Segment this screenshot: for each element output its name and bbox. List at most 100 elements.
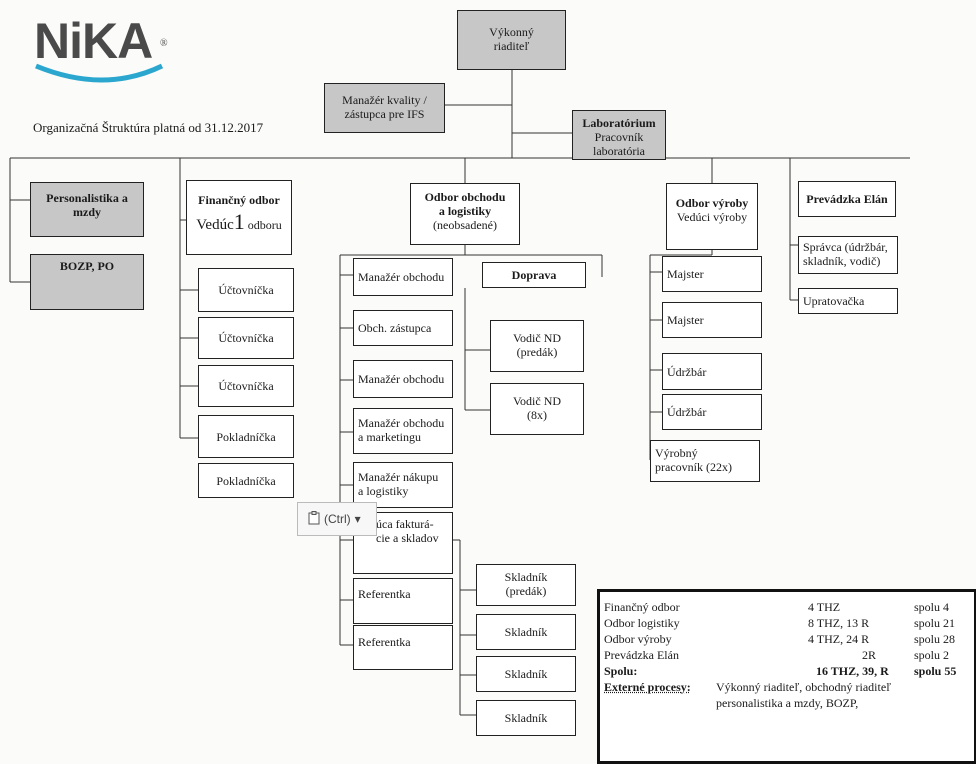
paste-options-button[interactable]: (Ctrl) ▾ <box>297 502 377 536</box>
driver-foreman-box: Vodič ND (predák) <box>490 320 584 372</box>
accountant-box-3: Účtovníčka <box>198 365 294 407</box>
quality-line-1: Manažér kvality / <box>329 93 440 107</box>
hr-line-1: Personalistika a <box>35 191 139 205</box>
sales-manager-box-1: Manažér obchodu <box>353 258 453 296</box>
sales-manager-box-2: Manažér obchodu <box>353 360 453 398</box>
clerk-box-2: Referentka <box>353 625 453 670</box>
hr-payroll-box: Personalistika a mzdy <box>30 182 144 237</box>
production-worker-line-1: Výrobný <box>655 446 755 460</box>
org-chart-title: Organizačná Štruktúra platná od 31.12.20… <box>33 120 263 136</box>
logo-swoosh-icon <box>34 8 184 84</box>
nika-logo: NiKA ® <box>34 8 184 84</box>
sales-marketing-line-2: a marketingu <box>358 430 448 444</box>
trade-note: (neobsadené) <box>415 218 515 232</box>
purchase-line-2: a logistiky <box>358 484 448 498</box>
elan-box: Prevádzka Elán <box>798 181 896 217</box>
hr-line-2: mzdy <box>35 205 139 219</box>
summary-total-row: Spolu: 16 THZ, 39, R spolu 55 <box>604 664 970 680</box>
warehouse-worker-box-2: Skladník <box>476 656 576 692</box>
warehouse-foreman-line-2: (predák) <box>481 584 571 598</box>
summary-row-total: spolu 4 <box>914 600 949 615</box>
summary-row: Odbor logistiky 8 THZ, 13 R spolu 21 <box>604 616 970 632</box>
elan-cleaner-box: Upratovačka <box>798 288 898 314</box>
purchase-line-1: Manažér nákupu <box>358 470 448 484</box>
finance-lead-part-3: odboru <box>245 218 282 232</box>
trade-title-line-1: Odbor obchodu <box>415 190 515 204</box>
foreman-box-1: Majster <box>662 256 762 292</box>
elan-caretaker-box: Správca (údržbár, skladník, vodič) <box>798 236 898 274</box>
summary-row-count: 8 THZ, 13 R <box>808 616 869 631</box>
sales-rep-box: Obch. zástupca <box>353 310 453 346</box>
finance-lead: Vedúc1 odboru <box>191 215 287 232</box>
director-line-1: Výkonný <box>462 25 561 39</box>
driver-box: Vodič ND (8x) <box>490 383 584 435</box>
external-processes-row: Externé procesy: Výkonný riaditeľ, obcho… <box>604 680 970 696</box>
director-line-2: riaditeľ <box>462 39 561 53</box>
summary-row-name: Odbor výroby <box>604 632 672 647</box>
summary-row: Odbor výroby 4 THZ, 24 R spolu 28 <box>604 632 970 648</box>
clipboard-icon <box>308 511 320 528</box>
laboratory-box: Laboratórium Pracovník laboratória <box>572 110 666 160</box>
summary-total-value: spolu 55 <box>914 664 956 679</box>
sales-marketing-manager-box: Manažér obchodu a marketingu <box>353 408 453 454</box>
cashier-box-2: Pokladníčka <box>198 463 294 498</box>
production-lead: Vedúci výroby <box>671 210 753 224</box>
summary-row: Prevádzka Elán 2R spolu 2 <box>604 648 970 664</box>
clerk-box-1: Referentka <box>353 578 453 624</box>
summary-total-count: 16 THZ, 39, R <box>816 664 889 679</box>
sales-marketing-line-1: Manažér obchodu <box>358 416 448 430</box>
invoicing-line-1: úca fakturá- <box>376 517 448 531</box>
driver-foreman-line-1: Vodič ND <box>495 331 579 345</box>
external-processes-line-2: personalistika a mzdy, BOZP, <box>716 696 858 711</box>
accountant-box-2: Účtovníčka <box>198 317 294 359</box>
summary-row-count: 4 THZ <box>808 600 840 615</box>
production-dept-box: Odbor výroby Vedúci výroby <box>666 183 758 250</box>
summary-total-name: Spolu: <box>604 664 637 679</box>
director-box: Výkonný riaditeľ <box>457 10 566 70</box>
quality-manager-box: Manažér kvality / zástupca pre IFS <box>324 83 445 133</box>
invoicing-line-2: cie a skladov <box>376 531 448 545</box>
warehouse-foreman-box: Skladník (predák) <box>476 564 576 606</box>
external-processes-label: Externé procesy: <box>604 680 691 695</box>
summary-row-total: spolu 21 <box>914 616 955 631</box>
elan-caretaker-line-1: Správca (údržbár, <box>803 240 893 254</box>
warehouse-worker-box-3: Skladník <box>476 700 576 736</box>
paste-shortcut-label: (Ctrl) <box>324 512 351 526</box>
accountant-box-1: Účtovníčka <box>198 268 294 312</box>
production-worker-box: Výrobný pracovník (22x) <box>650 440 760 482</box>
trade-logistics-box: Odbor obchodu a logistiky (neobsadené) <box>410 183 520 245</box>
staff-summary-box: Finančný odbor 4 THZ spolu 4 Odbor logis… <box>597 589 976 764</box>
external-processes-row-2: personalistika a mzdy, BOZP, <box>604 696 970 712</box>
summary-row-name: Odbor logistiky <box>604 616 680 631</box>
summary-row-total: spolu 2 <box>914 648 949 663</box>
finance-title: Finančný odbor <box>191 193 287 207</box>
transport-box: Doprava <box>482 262 586 288</box>
driver-foreman-line-2: (predák) <box>495 345 579 359</box>
warehouse-worker-box-1: Skladník <box>476 614 576 650</box>
cashier-box-1: Pokladníčka <box>198 415 294 458</box>
summary-row-count: 2R <box>862 648 876 663</box>
summary-row-name: Finančný odbor <box>604 600 680 615</box>
laboratory-line-2: laboratória <box>577 144 661 158</box>
finance-dept-box: Finančný odbor Vedúc1 odboru <box>186 180 292 255</box>
trade-title-line-2: a logistiky <box>415 204 515 218</box>
finance-lead-part-2: 1 <box>234 209 245 234</box>
driver-line-1: Vodič ND <box>495 394 579 408</box>
warehouse-foreman-line-1: Skladník <box>481 570 571 584</box>
summary-row-count: 4 THZ, 24 R <box>808 632 869 647</box>
foreman-box-2: Majster <box>662 302 762 338</box>
chevron-down-icon: ▾ <box>355 512 361 526</box>
finance-lead-part-1: Vedúc <box>196 217 234 233</box>
driver-line-2: (8x) <box>495 408 579 422</box>
summary-row-total: spolu 28 <box>914 632 955 647</box>
external-processes-line-1: Výkonný riaditeľ, obchodný riaditeľ <box>716 680 891 695</box>
production-worker-line-2: pracovník (22x) <box>655 460 755 474</box>
summary-row-name: Prevádzka Elán <box>604 648 679 663</box>
quality-line-2: zástupca pre IFS <box>329 107 440 121</box>
maintenance-box-1: Údržbár <box>662 353 762 390</box>
laboratory-title: Laboratórium <box>577 116 661 130</box>
maintenance-box-2: Údržbár <box>662 394 762 430</box>
laboratory-line-1: Pracovník <box>577 130 661 144</box>
elan-caretaker-line-2: skladník, vodič) <box>803 254 893 268</box>
bozp-box: BOZP, PO <box>30 254 144 310</box>
